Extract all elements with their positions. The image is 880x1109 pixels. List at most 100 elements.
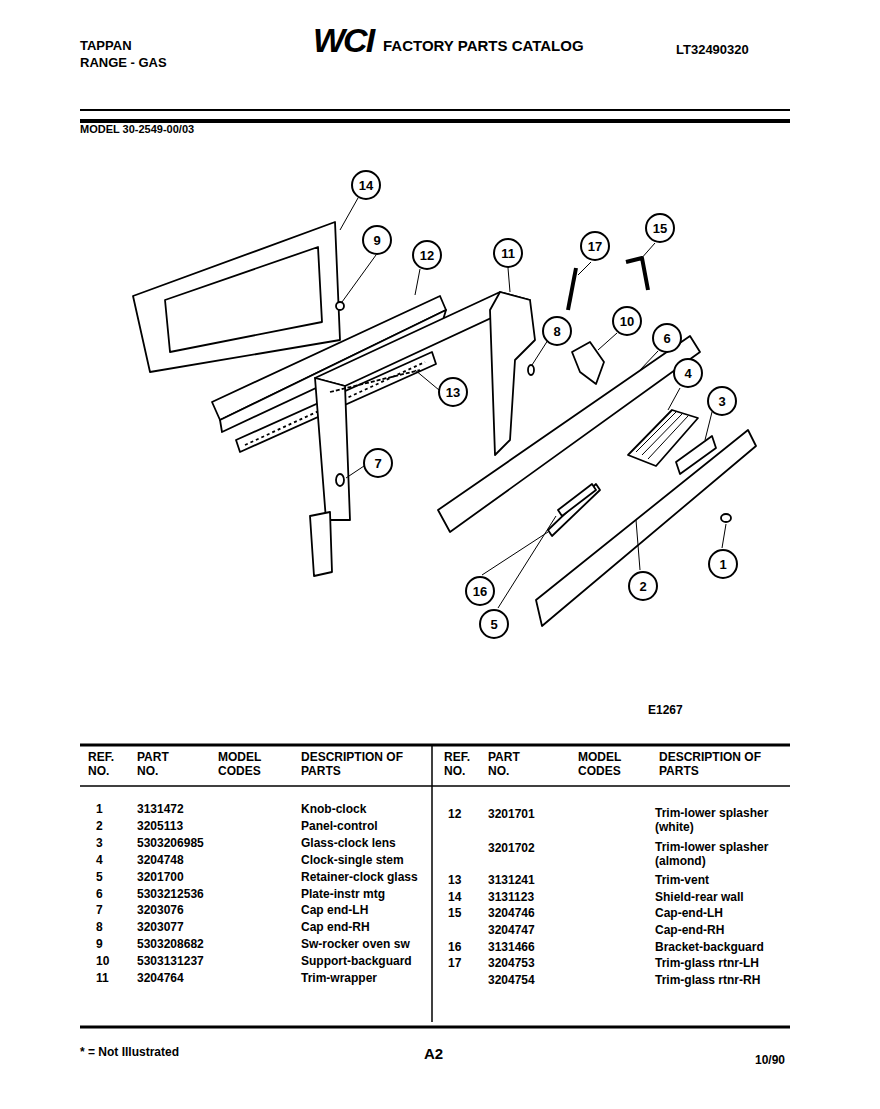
- callout-text: 15: [653, 221, 667, 236]
- table-cell: Trim-lower splasher (white): [655, 806, 783, 834]
- table-cell: 3201700: [137, 869, 184, 885]
- table-cell: Trim-glass rtnr-LH: [655, 955, 759, 971]
- callout-text: 13: [446, 385, 460, 400]
- table-cell: 5303208682: [137, 936, 204, 952]
- table-cell: 3204764: [137, 970, 184, 986]
- table-cell: 14: [448, 889, 461, 905]
- callout-number: 2: [628, 571, 658, 601]
- table-cell: 3: [96, 835, 103, 851]
- callout-text: 11: [501, 246, 515, 261]
- page-rules: [80, 110, 790, 1027]
- header-text: RANGE - GAS: [80, 55, 167, 71]
- table-cell: 5: [96, 869, 103, 885]
- column-heading: PART NO.: [488, 750, 538, 778]
- callout-text: 8: [553, 324, 560, 339]
- callout-number: 16: [465, 576, 495, 606]
- table-cell: Cap-end-RH: [655, 922, 724, 938]
- table-cell: 12: [448, 806, 461, 822]
- table-cell: Panel-control: [301, 818, 378, 834]
- table-cell: Bracket-backguard: [655, 939, 764, 955]
- callout-text: 7: [374, 456, 381, 471]
- column-heading: MODEL CODES: [578, 750, 633, 778]
- footer-text: 10/90: [755, 1052, 785, 1068]
- table-cell: Trim-wrapper: [301, 970, 377, 986]
- table-cell: 3204747: [488, 922, 535, 938]
- table-cell: 3203077: [137, 919, 184, 935]
- table-cell: 5303206985: [137, 835, 204, 851]
- table-cell: 3201701: [488, 806, 535, 822]
- column-heading: MODEL CODES: [218, 750, 273, 778]
- callout-text: 1: [719, 557, 726, 572]
- table-cell: 6: [96, 886, 103, 902]
- callout-number: 9: [362, 225, 392, 255]
- callout-text: 17: [588, 239, 602, 254]
- callout-text: 9: [373, 233, 380, 248]
- callout-text: 4: [684, 366, 691, 381]
- table-cell: 4: [96, 852, 103, 868]
- callout-text: 2: [639, 579, 646, 594]
- table-cell: 9: [96, 936, 103, 952]
- table-cell: 3204748: [137, 852, 184, 868]
- table-cell: Sw-rocker oven sw: [301, 936, 410, 952]
- callout-number: 8: [542, 316, 572, 346]
- table-cell: Trim-lower splasher (almond): [655, 840, 783, 868]
- table-cell: 2: [96, 818, 103, 834]
- header-text: TAPPAN: [80, 38, 132, 54]
- table-cell: Trim-vent: [655, 872, 709, 888]
- footer-text: A2: [424, 1046, 443, 1062]
- callout-number: 1: [708, 549, 738, 579]
- table-cell: Cap end-LH: [301, 902, 368, 918]
- callout-text: 6: [663, 331, 670, 346]
- callout-number: 7: [363, 448, 393, 478]
- column-heading: DESCRIPTION OF PARTS: [659, 750, 769, 778]
- table-cell: 1: [96, 801, 103, 817]
- table-cell: 7: [96, 902, 103, 918]
- table-cell: Retainer-clock glass: [301, 869, 418, 885]
- table-cell: Clock-single stem: [301, 852, 404, 868]
- header-text: MODEL 30-2549-00/03: [80, 123, 194, 136]
- table-cell: 3203076: [137, 902, 184, 918]
- table-cell: 5303131237: [137, 953, 204, 969]
- callout-number: 12: [412, 240, 442, 270]
- table-cell: 3204754: [488, 972, 535, 988]
- table-cell: Support-backguard: [301, 953, 412, 969]
- callout-text: 16: [473, 584, 487, 599]
- table-cell: 8: [96, 919, 103, 935]
- table-cell: 3131123: [488, 889, 534, 905]
- callout-number: 5: [479, 609, 509, 639]
- callout-text: 3: [718, 394, 725, 409]
- table-cell: Glass-clock lens: [301, 835, 396, 851]
- column-heading: DESCRIPTION OF PARTS: [301, 750, 411, 778]
- callout-number: 4: [673, 358, 703, 388]
- table-cell: 3131466: [488, 939, 535, 955]
- backguard-parts: [133, 222, 756, 626]
- table-cell: 3131472: [137, 801, 184, 817]
- table-cell: 17: [448, 955, 461, 971]
- callout-text: 10: [620, 314, 634, 329]
- callout-number: 11: [493, 238, 523, 268]
- callout-number: 6: [652, 323, 682, 353]
- table-cell: 3201702: [488, 840, 535, 856]
- table-cell: 3204753: [488, 955, 535, 971]
- table-cell: 3205113: [137, 818, 183, 834]
- table-cell: Cap end-RH: [301, 919, 370, 935]
- table-cell: Plate-instr mtg: [301, 886, 385, 902]
- header-text: E1267: [648, 702, 683, 718]
- table-cell: 13: [448, 872, 461, 888]
- column-heading: PART NO.: [137, 750, 187, 778]
- callout-text: 14: [359, 178, 373, 193]
- callout-number: 15: [645, 213, 675, 243]
- table-cell: 15: [448, 905, 461, 921]
- table-cell: Trim-glass rtnr-RH: [655, 972, 760, 988]
- callout-number: 14: [351, 170, 381, 200]
- table-cell: 11: [96, 970, 109, 986]
- callout-number: 13: [438, 377, 468, 407]
- table-cell: Knob-clock: [301, 801, 366, 817]
- table-cell: Shield-rear wall: [655, 889, 744, 905]
- callout-text: 5: [490, 617, 497, 632]
- table-cell: 5303212536: [137, 886, 204, 902]
- callout-number: 3: [707, 386, 737, 416]
- leader-lines: [340, 198, 726, 608]
- header-text: LT32490320: [676, 42, 749, 58]
- table-cell: 3131241: [488, 872, 535, 888]
